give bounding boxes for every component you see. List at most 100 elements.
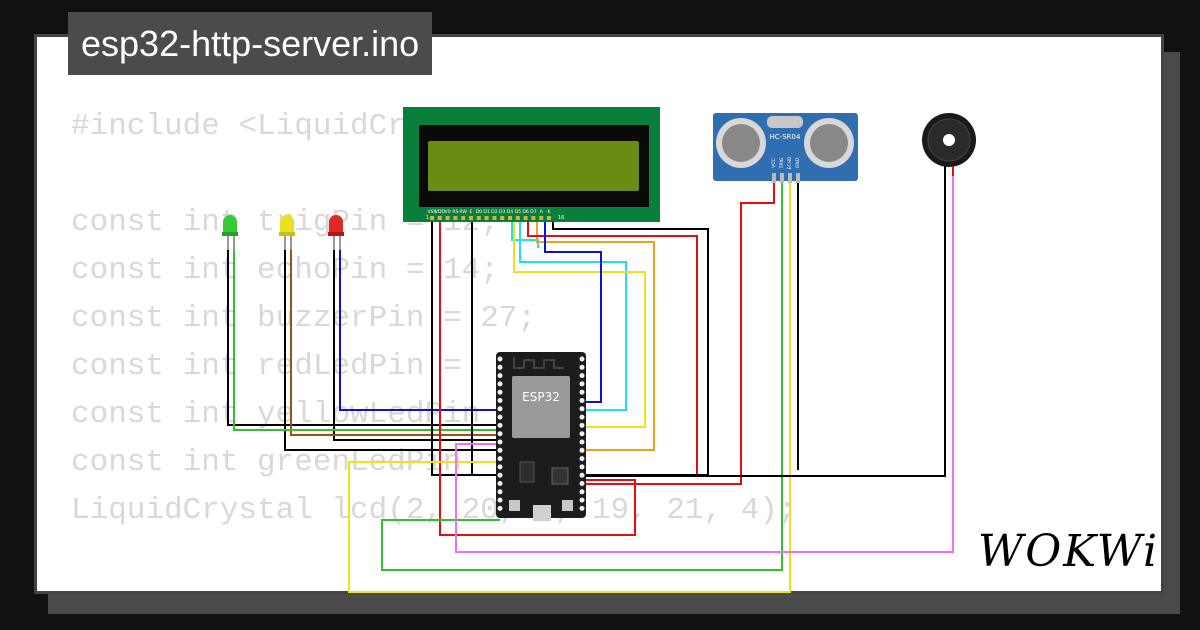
wire-yellow — [348, 183, 791, 593]
lcd-pin-label: D4 — [507, 209, 514, 215]
wire-black — [284, 250, 500, 451]
esp32-pin-left — [497, 464, 503, 470]
esp32-shield — [512, 376, 570, 438]
sensor-mesh-left — [722, 124, 760, 162]
esp32-pin-right — [579, 406, 585, 412]
lcd-pin-label: A — [540, 209, 544, 215]
led-green[interactable] — [222, 215, 238, 250]
lcd-pin — [523, 216, 528, 220]
esp32-pin-right — [579, 447, 585, 453]
lcd-pin — [547, 216, 551, 220]
code-line: const int echoPin = 14; — [71, 253, 499, 288]
wire-cyan — [511, 220, 539, 248]
project-title: esp32-http-server.ino — [68, 12, 433, 75]
wire-black — [431, 220, 500, 476]
esp32-pin-right — [579, 464, 585, 470]
led-yellow[interactable] — [279, 215, 295, 250]
esp32-pin-right — [579, 505, 585, 511]
lcd-pin — [445, 216, 450, 220]
esp32-pin-left — [497, 373, 503, 379]
lcd-pin-label: V0 — [445, 209, 451, 215]
lcd-pin-label: D5 — [515, 209, 522, 215]
esp32-pin-left — [497, 439, 503, 445]
sensor-crystal — [767, 116, 803, 128]
esp32-pin-left — [497, 456, 503, 462]
led-green-dome — [223, 215, 237, 232]
esp32-pin-left — [497, 389, 503, 395]
lcd-pin — [500, 216, 505, 220]
sensor-pin — [788, 173, 792, 183]
esp32-pin-left — [497, 406, 503, 412]
buzzer-hole — [943, 134, 955, 146]
esp32-pin-right — [579, 414, 585, 420]
esp32-pin-right — [579, 422, 585, 428]
wire-black — [333, 250, 500, 441]
esp32-reset-button — [562, 500, 573, 511]
buzzer[interactable] — [922, 113, 976, 176]
lcd-pin — [484, 216, 489, 220]
esp32-pin-right — [579, 381, 585, 387]
lcd-pin-label: D2 — [491, 209, 498, 215]
code-line: #include <LiquidCr — [71, 109, 406, 144]
sensor-pin-label: TRIG — [779, 157, 785, 169]
code-line: void setup() { — [71, 583, 797, 591]
code-line: LiquidCrystal lcd(2, 20, , 19, 21, 4); — [71, 493, 797, 528]
sensor-pin-label: ECHO — [787, 156, 793, 169]
sensor-model-label: HC-SR04 — [770, 133, 801, 141]
lcd-pin — [437, 216, 442, 220]
wires — [227, 176, 954, 593]
lcd-pin-label: VSS — [428, 209, 437, 215]
esp32-pin-right — [579, 398, 585, 403]
sensor-pin-label: GND — [795, 157, 801, 168]
esp32-pin-right — [579, 456, 585, 462]
esp32-pin-left — [497, 497, 503, 503]
lcd-pin-label: D0 — [476, 209, 483, 215]
wire-black — [227, 250, 500, 426]
lcd-pin — [531, 216, 536, 220]
lcd-pin-label: D7 — [530, 209, 537, 215]
esp32-pin-left — [497, 356, 503, 362]
sensor-pin — [780, 173, 784, 183]
esp32-pin-right — [579, 472, 585, 478]
lcd-pin — [492, 216, 497, 220]
esp32-pin-left — [497, 481, 503, 486]
esp32-pin-right — [579, 497, 585, 503]
esp32-pin-left — [497, 398, 503, 403]
sensor-pin — [772, 173, 776, 183]
esp32-pin-left — [497, 447, 503, 453]
wire-red — [582, 183, 775, 485]
esp32-boot-button — [509, 500, 520, 511]
lcd-pin-label: D3 — [499, 209, 506, 215]
esp32-pin-right — [579, 489, 585, 495]
wire-cyan — [519, 220, 627, 411]
esp32-pin-right — [579, 364, 585, 370]
lcd-pin-label: E — [470, 209, 473, 215]
esp32-pin-left — [497, 431, 503, 437]
lcd-pin-label: VDD — [435, 209, 446, 215]
lcd-pin — [508, 216, 512, 220]
wire-brown — [290, 250, 500, 436]
wire-red — [439, 220, 636, 536]
wire-blue — [544, 220, 602, 403]
esp32-board[interactable]: ESP32 — [496, 352, 586, 521]
esp32-antenna — [513, 357, 564, 369]
esp32-pin-left — [497, 472, 503, 478]
esp32-pin-headers — [497, 356, 585, 511]
wire-green — [381, 183, 783, 571]
esp32-pin-left — [497, 414, 503, 420]
lcd-pin-first-label: 1 — [426, 215, 429, 221]
lcd-pin — [539, 216, 544, 220]
led-red[interactable] — [328, 215, 344, 250]
esp32-pin-right — [579, 373, 585, 379]
sensor-mesh-right — [810, 124, 848, 162]
esp32-usb-chip — [551, 467, 569, 485]
led-red-base — [328, 232, 344, 236]
lcd-pin — [469, 216, 473, 220]
esp32-pin-left — [497, 381, 503, 387]
wire-orange — [536, 220, 655, 451]
